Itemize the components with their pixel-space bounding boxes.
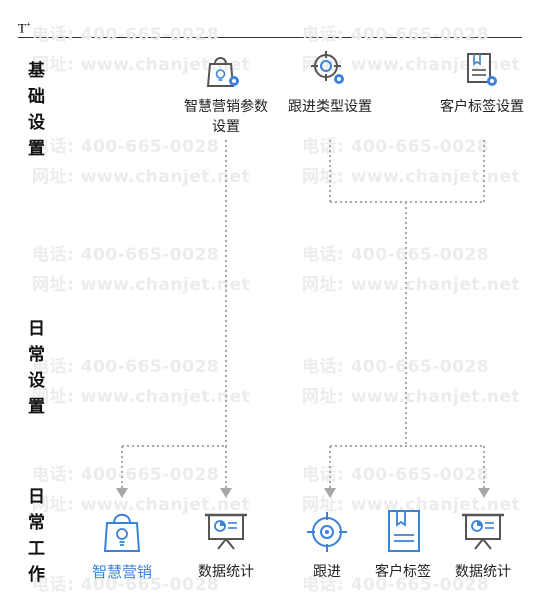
target-icon[interactable]: [305, 510, 349, 554]
section-daily-settings: 日常设置: [28, 319, 45, 417]
header-divider: [18, 37, 522, 38]
watermark-phone: 电话: 400-665-0028: [302, 465, 490, 485]
tag-document-icon[interactable]: [384, 508, 424, 554]
watermark-site: 网址: www.chanjet.net: [32, 275, 251, 295]
section-daily-work: 日常工作: [28, 487, 45, 585]
watermark-site: 网址: www.chanjet.net: [32, 495, 251, 515]
watermark-site: 网址: www.chanjet.net: [302, 275, 521, 295]
watermark-site: 网址: www.chanjet.net: [32, 167, 251, 187]
watermark-site: 网址: www.chanjet.net: [302, 495, 521, 515]
watermark-phone: 电话: 400-665-0028: [32, 575, 220, 595]
shopping-bag-icon[interactable]: [101, 507, 143, 553]
arrowhead-data-stats-2: [478, 488, 490, 498]
shopping-bag-gear-icon[interactable]: [203, 50, 243, 90]
arrowhead-data-stats-1: [220, 488, 232, 498]
node-label-line1: 智慧营销参数: [184, 99, 268, 115]
node-customer-tag[interactable]: 客户标签: [375, 564, 431, 580]
watermark-phone: 电话: 400-665-0028: [302, 137, 490, 157]
target-gear-icon[interactable]: [308, 48, 348, 88]
watermark-site: 网址: www.chanjet.net: [302, 167, 521, 187]
watermark-phone: 电话: 400-665-0028: [32, 25, 220, 45]
arrowhead-followup: [324, 488, 336, 498]
watermark-phone: 电话: 400-665-0028: [302, 357, 490, 377]
presentation-chart-icon[interactable]: [460, 511, 506, 551]
node-label-line2: 设置: [212, 119, 240, 135]
watermark-phone: 电话: 400-665-0028: [32, 357, 220, 377]
watermark-phone: 电话: 400-665-0028: [32, 245, 220, 265]
node-smart-marketing-params[interactable]: 智慧营销参数 设置: [168, 97, 284, 137]
node-smart-marketing[interactable]: 智慧营销: [91, 563, 152, 581]
watermark-site: 网址: www.chanjet.net: [32, 55, 251, 75]
arrowhead-smart-marketing: [116, 488, 128, 498]
watermark-site: 网址: www.chanjet.net: [302, 387, 521, 407]
watermark-phone: 电话: 400-665-0028: [32, 137, 220, 157]
node-followup[interactable]: 跟进: [313, 564, 341, 580]
node-data-stats-1[interactable]: 数据统计: [198, 564, 254, 580]
watermark-phone: 电话: 400-665-0028: [302, 25, 490, 45]
node-followup-type-settings[interactable]: 跟进类型设置: [288, 99, 372, 115]
logo: T+: [18, 20, 31, 36]
watermark-site: 网址: www.chanjet.net: [32, 387, 251, 407]
watermark-site: 网址: www.chanjet.net: [302, 55, 521, 75]
node-data-stats-2[interactable]: 数据统计: [455, 564, 511, 580]
node-customer-tag-settings[interactable]: 客户标签设置: [440, 99, 524, 115]
presentation-chart-icon[interactable]: [203, 511, 249, 551]
watermark-phone: 电话: 400-665-0028: [302, 245, 490, 265]
tag-document-gear-icon[interactable]: [462, 50, 502, 90]
section-basic-settings: 基础设置: [28, 61, 45, 159]
watermark-phone: 电话: 400-665-0028: [302, 575, 490, 595]
watermark-phone: 电话: 400-665-0028: [32, 465, 220, 485]
